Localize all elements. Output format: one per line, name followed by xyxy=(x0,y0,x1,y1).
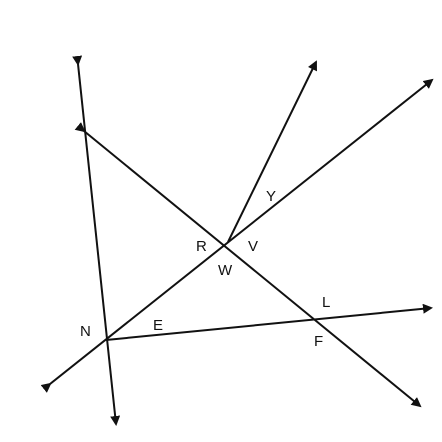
ray-w-upward xyxy=(227,60,317,243)
line-diagonal-through-w-and-f xyxy=(74,122,422,408)
label-w: W xyxy=(218,262,233,279)
label-n: N xyxy=(80,323,91,340)
line-through-n-and-w xyxy=(40,78,434,393)
line-vertical-through-n xyxy=(72,55,121,426)
label-f: F xyxy=(314,333,323,350)
ray-ne-to-right xyxy=(105,303,433,341)
label-v: V xyxy=(248,238,258,255)
label-l: L xyxy=(322,294,330,311)
label-y: Y xyxy=(266,188,276,205)
label-e: E xyxy=(153,317,163,334)
label-r: R xyxy=(196,238,207,255)
